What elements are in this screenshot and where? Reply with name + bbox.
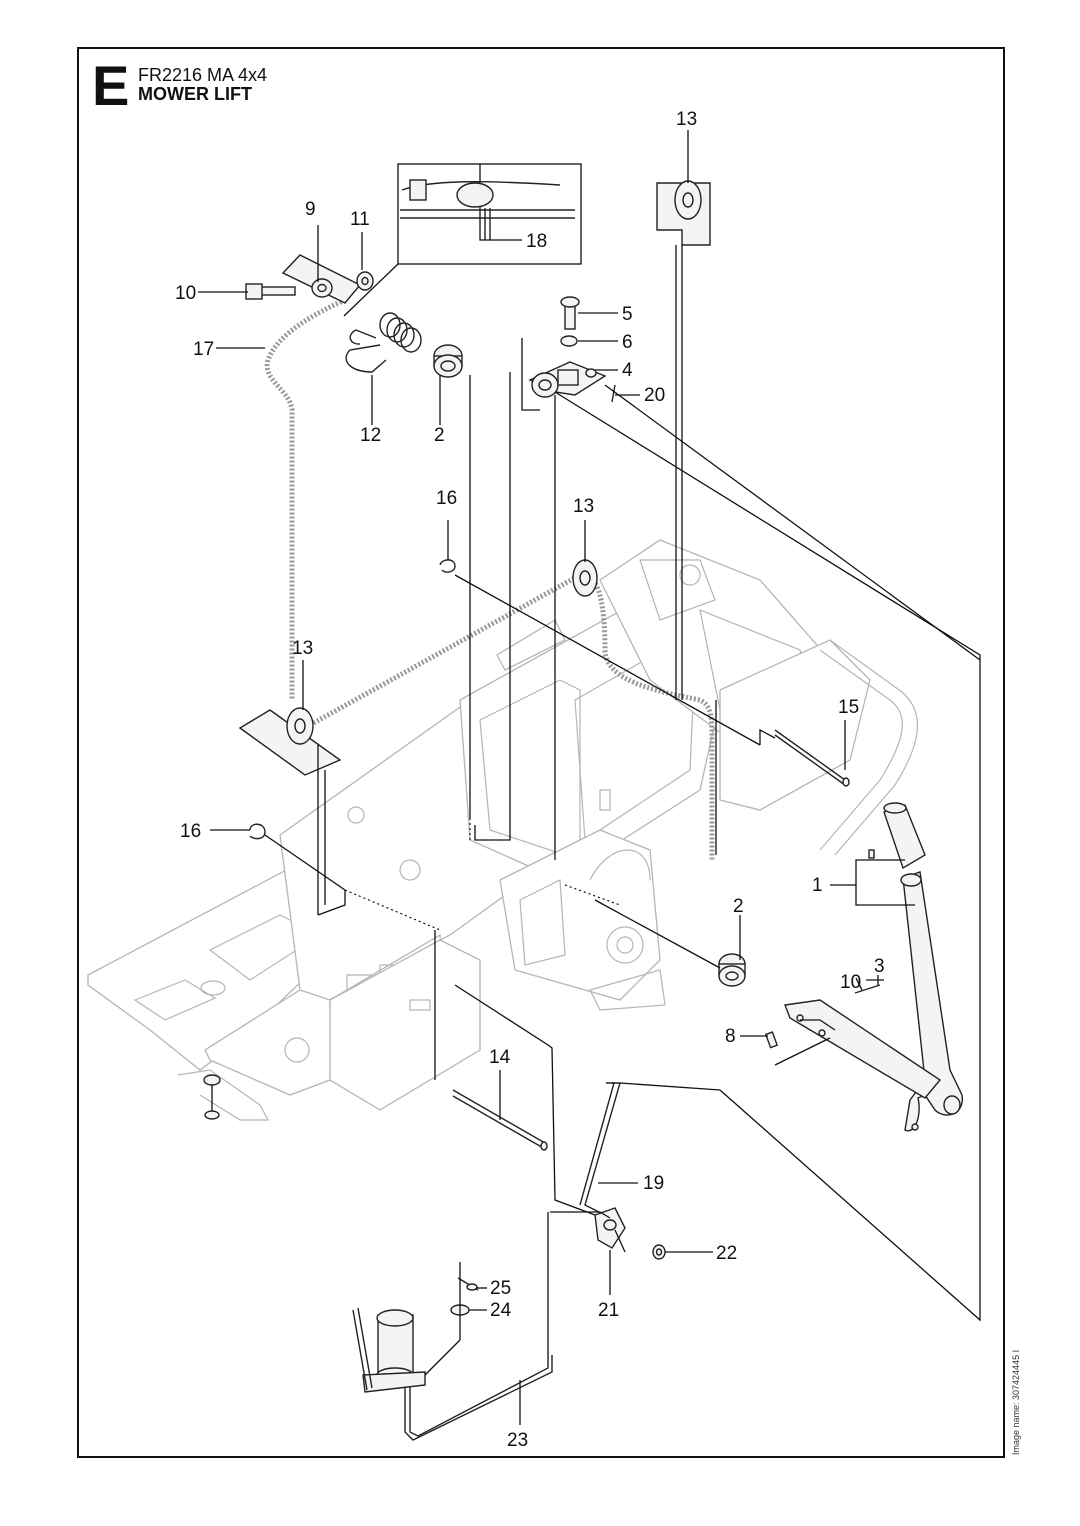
callout-5: 10 xyxy=(840,972,861,993)
callout-9: 9 xyxy=(305,199,316,220)
leader-lines xyxy=(198,130,981,1425)
callout-2-lower: 2 xyxy=(733,896,744,917)
callout-19: 19 xyxy=(643,1173,664,1194)
callout-20: 20 xyxy=(644,385,665,406)
callout-6: 4 xyxy=(622,360,633,381)
callout-25: 25 xyxy=(490,1278,511,1299)
callout-22: 22 xyxy=(716,1243,737,1264)
callout-24: 24 xyxy=(490,1300,512,1321)
callout-21: 21 xyxy=(598,1300,619,1321)
section-letter: E xyxy=(92,54,130,117)
callout-10: 10 xyxy=(175,283,196,304)
callout-13-top: 13 xyxy=(676,109,697,130)
model-name: FR2216 MA 4x4 xyxy=(138,65,268,85)
callout-8: 6 xyxy=(622,332,633,353)
callout-13-left: 13 xyxy=(292,638,313,659)
callout-16-lower: 16 xyxy=(180,821,201,842)
callout-13-mid: 13 xyxy=(573,496,594,517)
callout-14: 14 xyxy=(489,1047,511,1068)
tractor-frame-art xyxy=(87,539,919,1121)
callout-16-top: 16 xyxy=(436,488,457,509)
callout-3: 3 xyxy=(874,956,885,977)
callout-4: 8 xyxy=(725,1026,736,1047)
callout-15: 15 xyxy=(838,697,859,718)
page-border xyxy=(77,47,1005,1458)
callout-2-top: 2 xyxy=(434,425,445,446)
callout-17: 17 xyxy=(193,339,214,360)
lift-chain xyxy=(264,297,715,860)
callout-12: 12 xyxy=(360,425,381,446)
callout-11: 11 xyxy=(350,209,370,230)
parts xyxy=(238,180,963,1441)
callout-18: 18 xyxy=(526,231,547,252)
callout-numbers: 13 9 11 18 10 5 6 17 4 20 12 2 16 13 13 … xyxy=(175,109,885,1451)
diagram-title: MOWER LIFT xyxy=(138,84,252,104)
callout-1: 1 xyxy=(812,875,823,896)
callout-7: 5 xyxy=(622,304,633,325)
callout-23: 23 xyxy=(507,1430,528,1451)
